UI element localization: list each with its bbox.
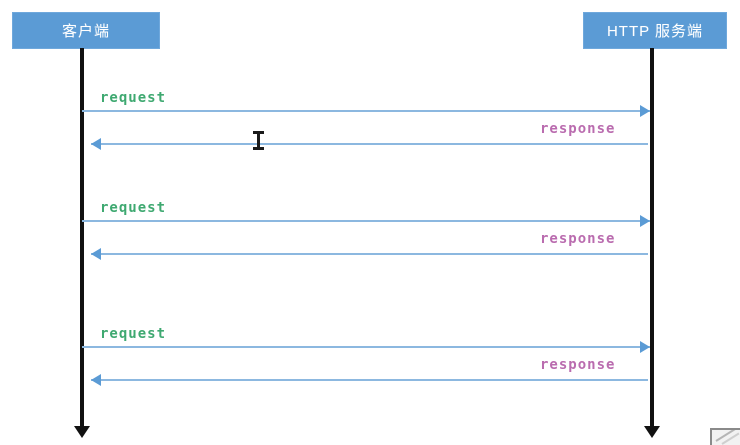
message-line-m1 [82,110,650,112]
ibeam-top-serif [253,131,264,134]
message-arrowhead-m4 [91,248,101,260]
ibeam-stem [257,131,260,150]
message-line-m4 [91,253,648,255]
message-arrowhead-m3 [640,215,650,227]
participant-box-server[interactable]: HTTP 服务端 [583,12,727,49]
message-label-m4: response [540,231,616,247]
participant-label-server: HTTP 服务端 [606,23,704,40]
message-label-m5: request [100,326,167,342]
message-line-m2 [91,143,648,145]
message-line-m3 [82,220,650,222]
lifeline-arrowhead-client [74,426,90,438]
message-label-m2: response [540,121,616,137]
resize-handle-icon[interactable] [710,428,740,445]
participant-box-client[interactable]: 客户端 [12,12,160,49]
message-label-m1: request [100,90,167,106]
message-arrowhead-m6 [91,374,101,386]
lifeline-server [650,48,654,428]
message-line-m5 [82,346,650,348]
lifeline-arrowhead-server [644,426,660,438]
lifeline-client [80,48,84,428]
message-arrowhead-m2 [91,138,101,150]
ibeam-bottom-serif [253,147,264,150]
message-arrowhead-m5 [640,341,650,353]
message-line-m6 [91,379,648,381]
message-label-m3: request [100,200,167,216]
message-label-m6: response [540,357,616,373]
message-arrowhead-m1 [640,105,650,117]
text-cursor-ibeam [253,131,264,150]
participant-label-client: 客户端 [61,23,110,40]
